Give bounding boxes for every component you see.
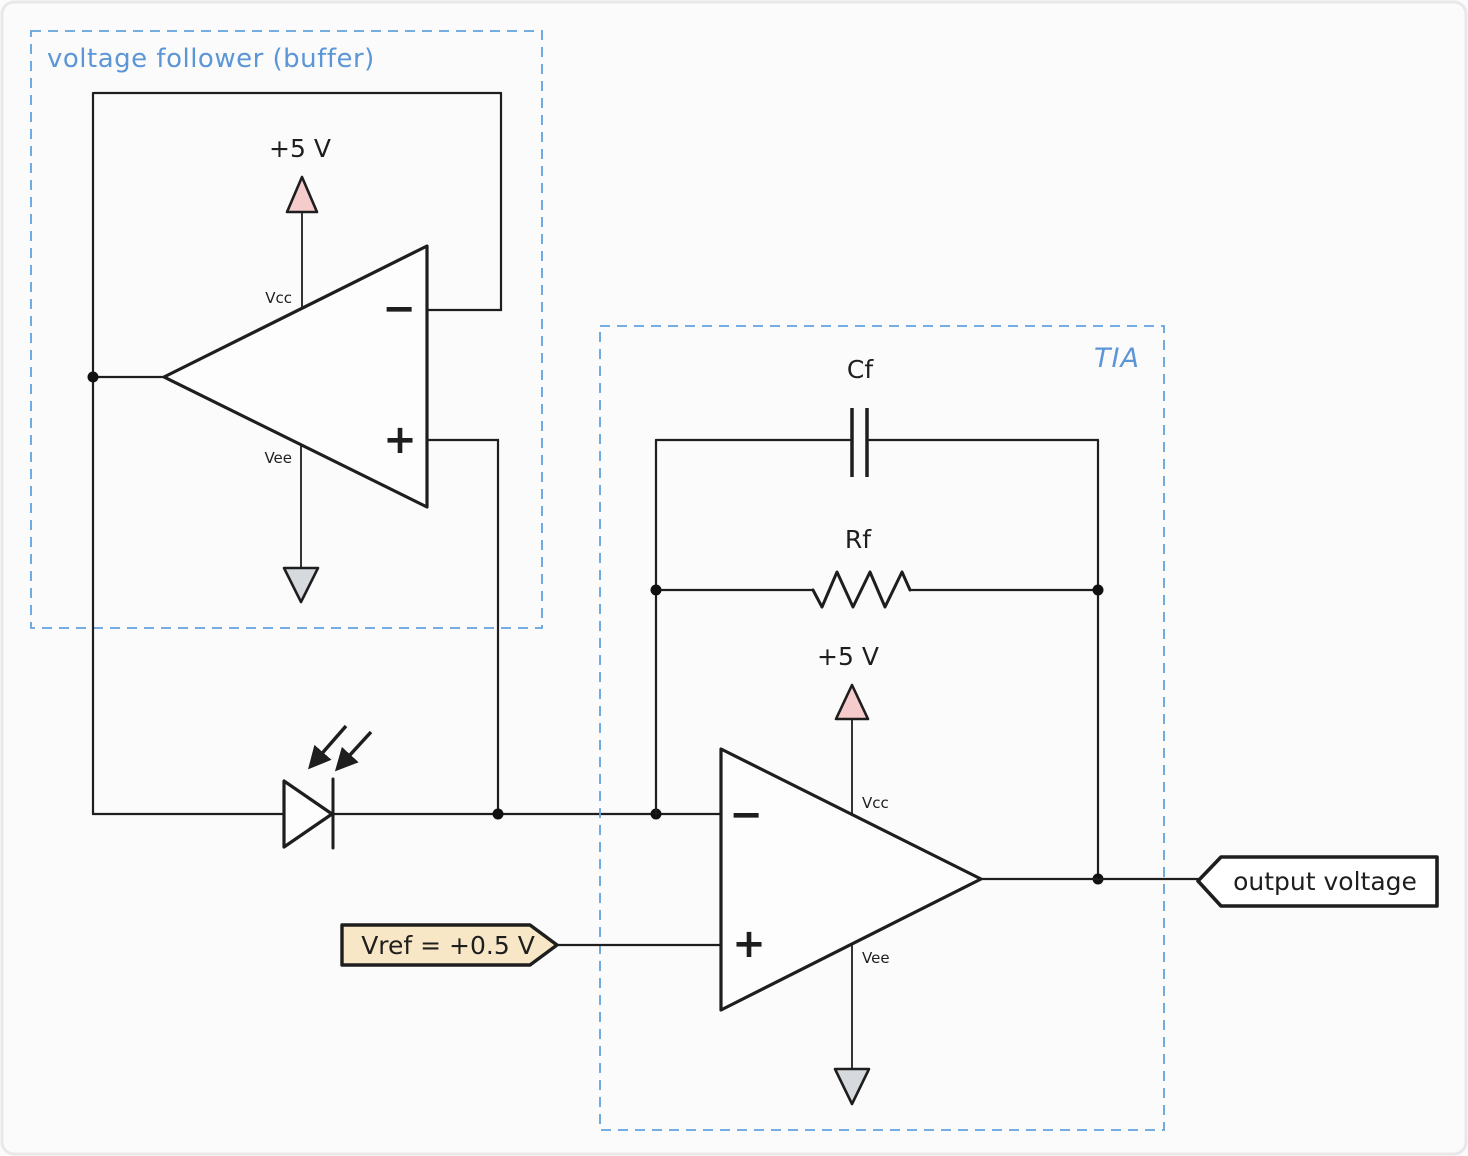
tia-vee-label: Vee bbox=[862, 949, 890, 967]
vref-tag bbox=[340, 923, 559, 967]
tia-opamp bbox=[719, 747, 983, 1012]
tia-section-box bbox=[599, 325, 1165, 1131]
buffer-ground-symbol bbox=[282, 566, 320, 604]
tia-vcc-label: Vcc bbox=[862, 794, 889, 812]
tia-section: TIA Cf Rf − + +5 V Vcc Vee bbox=[599, 325, 1200, 1131]
photodiode-group bbox=[91, 724, 723, 850]
resistor-zigzag bbox=[811, 570, 912, 609]
vref-label: Vref = +0.5 V bbox=[361, 931, 535, 960]
tia-supply-label: +5 V bbox=[817, 642, 879, 671]
tia-opamp-plus-label: + bbox=[732, 921, 766, 967]
buffer-section-box bbox=[30, 30, 543, 629]
vref-group: Vref = +0.5 V bbox=[340, 923, 723, 967]
rf-label: Rf bbox=[845, 525, 872, 554]
wire-buffer-plus-input bbox=[425, 438, 500, 816]
light-arrow-icon bbox=[334, 730, 373, 772]
cf-label: Cf bbox=[847, 355, 874, 384]
tia-opamp-minus-label: − bbox=[729, 792, 763, 838]
buffer-supply-label: +5 V bbox=[269, 134, 331, 163]
output-group: output voltage bbox=[1196, 855, 1439, 908]
tia-section-label: TIA bbox=[1094, 343, 1140, 374]
output-voltage-tag bbox=[1196, 855, 1439, 908]
light-arrow-icon bbox=[308, 724, 348, 770]
junction-dot-buffer-plus bbox=[492, 808, 504, 820]
buffer-opamp bbox=[162, 244, 429, 509]
buffer-vcc-label: Vcc bbox=[265, 289, 292, 307]
buffer-opamp-minus-label: − bbox=[382, 286, 416, 332]
buffer-opamp-plus-label: + bbox=[383, 417, 417, 463]
junction-dot-rf-left bbox=[650, 584, 662, 596]
wire-buffer-minus-feedback bbox=[425, 91, 503, 312]
buffer-section: voltage follower (buffer) − + +5 V Vcc V… bbox=[30, 30, 543, 816]
photodiode bbox=[282, 779, 334, 849]
output-voltage-label: output voltage bbox=[1233, 867, 1417, 896]
junction-dot-rf-right bbox=[1092, 584, 1104, 596]
junction-dot-buffer-output bbox=[87, 371, 99, 383]
buffer-section-label: voltage follower (buffer) bbox=[47, 44, 375, 74]
buffer-vee-label: Vee bbox=[264, 449, 292, 467]
tia-ground-symbol bbox=[833, 1067, 871, 1106]
